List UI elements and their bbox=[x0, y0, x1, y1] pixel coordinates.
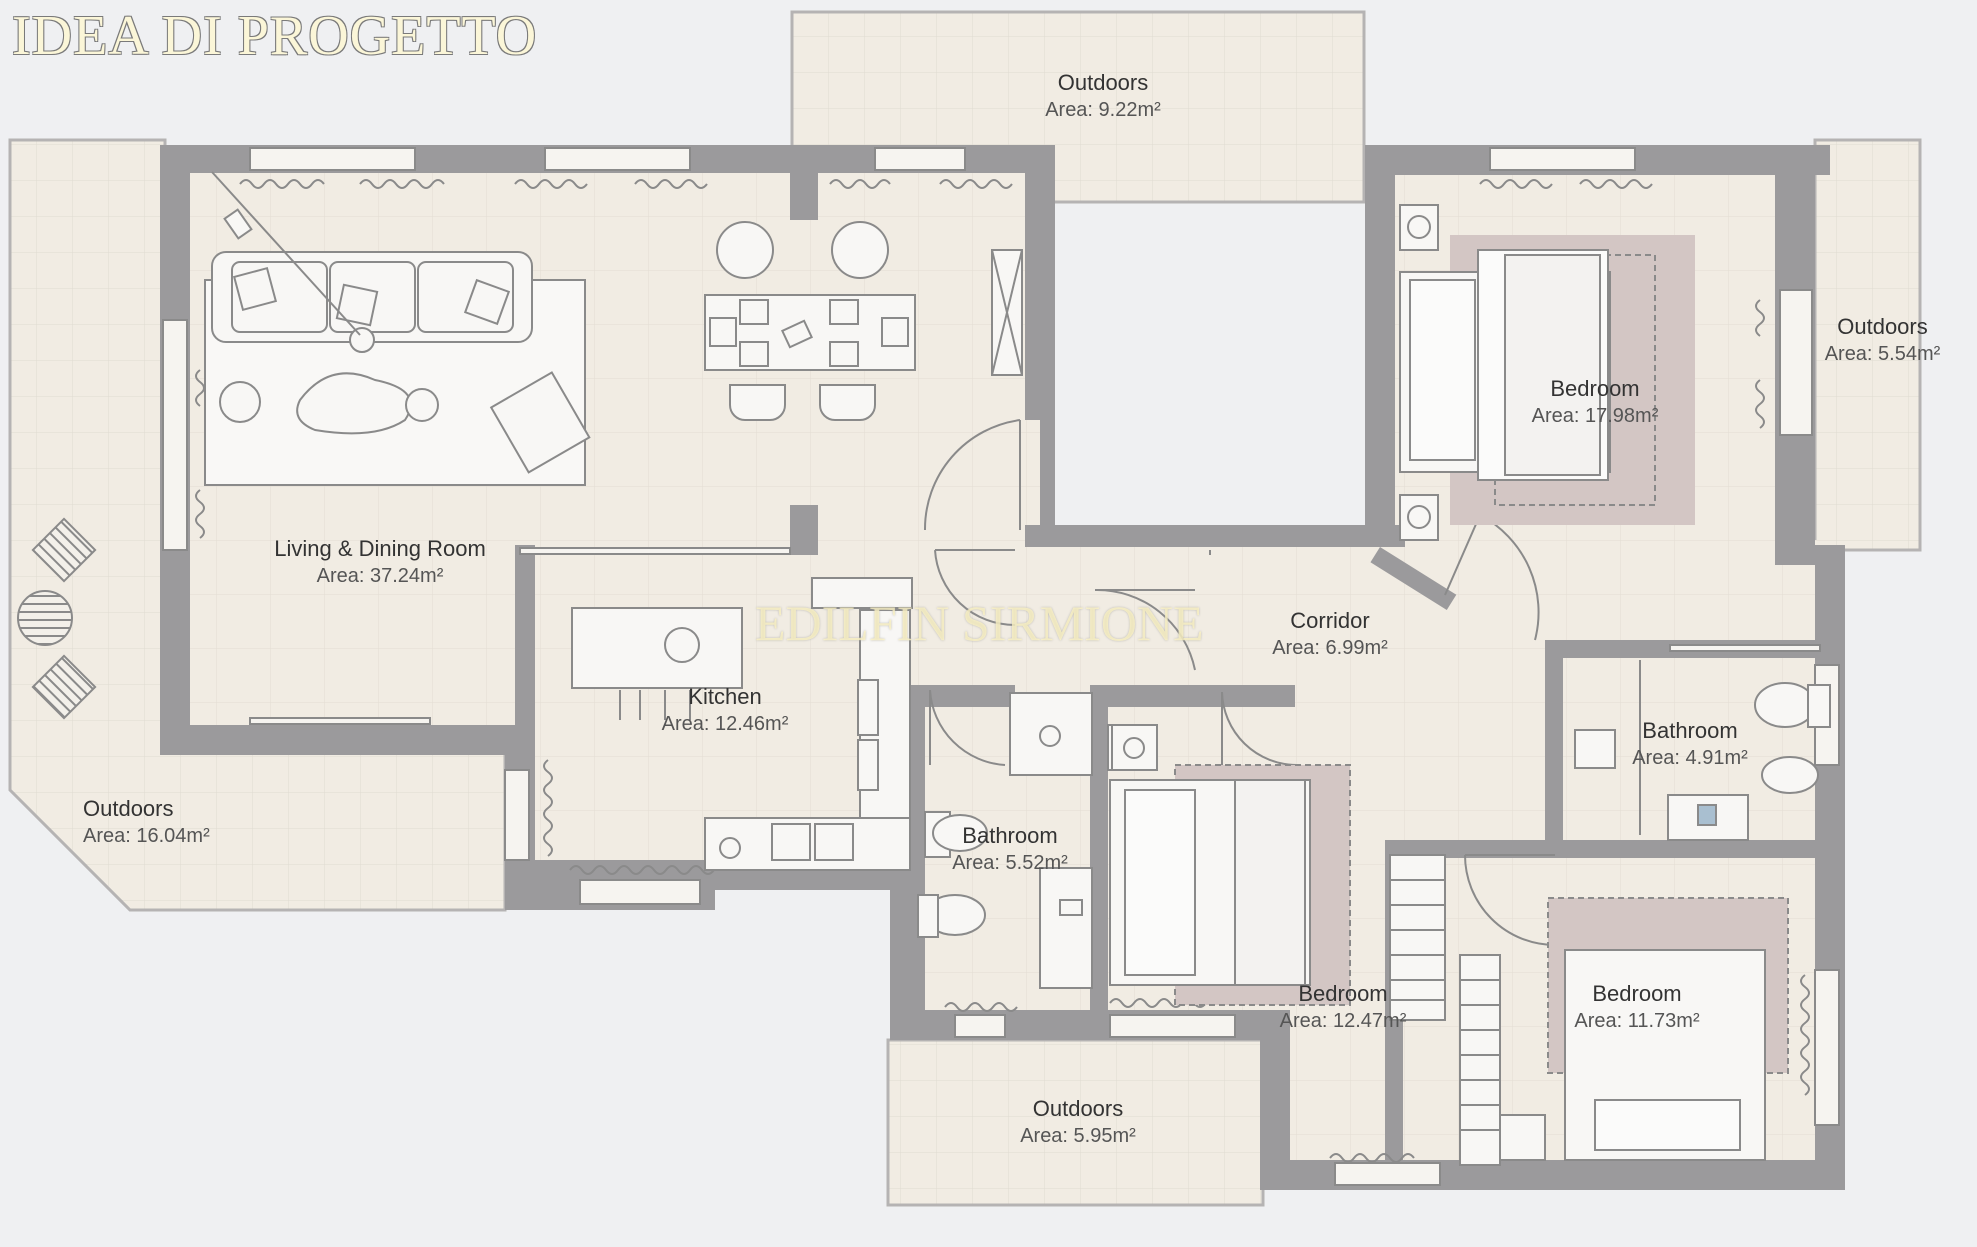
room-name: Bedroom bbox=[1550, 376, 1640, 401]
windows bbox=[162, 147, 1840, 1186]
room-area: Area: 5.95m² bbox=[1020, 1125, 1136, 1147]
bedroom-mid-furniture bbox=[1107, 724, 1351, 1006]
kitchen-furniture bbox=[571, 577, 913, 871]
wardrobe bbox=[1389, 854, 1446, 1021]
room-area: Area: 6.99m² bbox=[1272, 637, 1388, 659]
room-area: Area: 37.24m² bbox=[316, 565, 444, 587]
room-label-outdoors-top: Outdoors Area: 9.22m² bbox=[1003, 69, 1203, 123]
bedroom-main-furniture bbox=[1399, 204, 1695, 541]
room-name: Outdoors bbox=[1837, 314, 1928, 339]
room-name: Bedroom bbox=[1592, 981, 1682, 1006]
doors bbox=[923, 419, 1641, 946]
room-label-kitchen: Kitchen Area: 12.46m² bbox=[625, 683, 825, 737]
room-area: Area: 12.47m² bbox=[1279, 1010, 1407, 1032]
terrace-furniture bbox=[17, 517, 97, 720]
room-name: Corridor bbox=[1290, 608, 1370, 633]
room-area: Area: 11.73m² bbox=[1574, 1010, 1700, 1032]
room-name: Bedroom bbox=[1298, 981, 1388, 1006]
bathroom-left-fixtures bbox=[917, 692, 1158, 989]
room-area: Area: 5.52m² bbox=[952, 852, 1068, 874]
bedroom-small-furniture bbox=[1389, 854, 1789, 1166]
room-label-living: Living & Dining Room Area: 37.24m² bbox=[255, 535, 505, 589]
room-area: Area: 5.54m² bbox=[1824, 343, 1941, 365]
bathroom-right-fixtures bbox=[1574, 682, 1831, 841]
room-label-outdoors-right: Outdoors Area: 5.54m² bbox=[1815, 313, 1950, 367]
room-label-corridor: Corridor Area: 6.99m² bbox=[1230, 607, 1430, 661]
room-name: Bathroom bbox=[1642, 718, 1738, 743]
room-area: Area: 9.22m² bbox=[1045, 99, 1161, 121]
room-label-outdoors-left: Outdoors Area: 16.04m² bbox=[83, 795, 223, 849]
room-name: Kitchen bbox=[688, 684, 762, 709]
watermark: EDILFIN SIRMIONE bbox=[755, 595, 1204, 651]
room-label-outdoors-bottom: Outdoors Area: 5.95m² bbox=[978, 1095, 1178, 1149]
room-label-bedroom-main: Bedroom Area: 17.98m² bbox=[1495, 375, 1695, 429]
room-name: Outdoors bbox=[1032, 1096, 1124, 1121]
room-name: Outdoors bbox=[1057, 70, 1149, 95]
room-label-bathroom-left: Bathroom Area: 5.52m² bbox=[910, 822, 1110, 876]
bathroom-left-sink bbox=[1039, 867, 1093, 989]
room-area: Area: 17.98m² bbox=[1531, 405, 1659, 427]
curtains bbox=[195, 179, 1810, 1163]
room-label-bedroom-mid: Bedroom Area: 12.47m² bbox=[1243, 980, 1443, 1034]
sliding-doors bbox=[249, 547, 1821, 725]
page-title: IDEA DI PROGETTO bbox=[12, 5, 538, 67]
outdoor-areas bbox=[8, 10, 1922, 1207]
room-label-bedroom-small: Bedroom Area: 11.73m² bbox=[1537, 980, 1737, 1034]
room-area: Area: 12.46m² bbox=[661, 713, 789, 735]
room-area: Area: 4.91m² bbox=[1632, 747, 1748, 769]
dining-furniture bbox=[704, 221, 1023, 421]
room-name: Bathroom bbox=[962, 823, 1058, 848]
room-area: Area: 16.04m² bbox=[83, 825, 210, 847]
kitchen-island bbox=[571, 607, 743, 689]
room-name: Living & Dining Room bbox=[274, 536, 486, 561]
living-furniture bbox=[204, 171, 591, 486]
room-label-bathroom-right: Bathroom Area: 4.91m² bbox=[1590, 717, 1790, 771]
outdoors-right-terrace bbox=[1813, 138, 1922, 552]
room-name: Outdoors bbox=[83, 796, 174, 821]
